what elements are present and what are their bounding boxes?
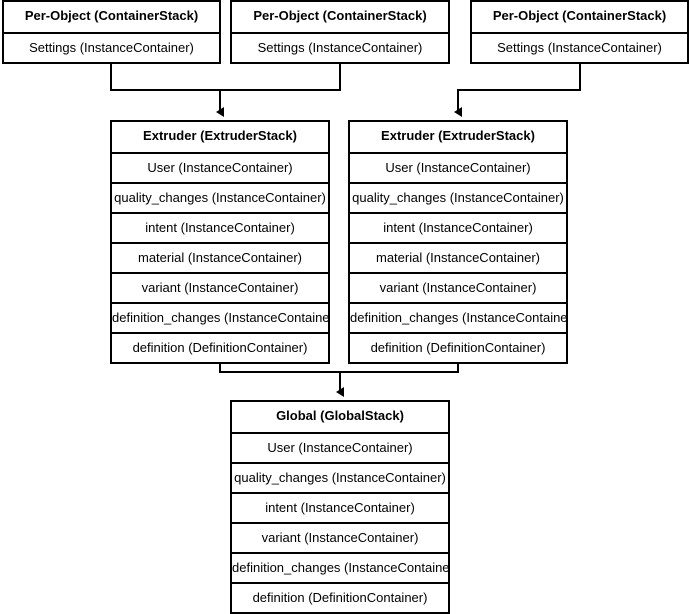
node-extruder-2[interactable]: Extruder (ExtruderStack) User (InstanceC… bbox=[348, 120, 568, 364]
node-extruder-1[interactable]: Extruder (ExtruderStack) User (InstanceC… bbox=[110, 120, 330, 364]
node-row-variant: variant (InstanceContainer) bbox=[350, 272, 566, 302]
node-row-material: material (InstanceContainer) bbox=[112, 242, 328, 272]
node-per-object-3[interactable]: Per-Object (ContainerStack) Settings (In… bbox=[470, 0, 689, 64]
node-header: Global (GlobalStack) bbox=[276, 408, 404, 423]
node-header: Extruder (ExtruderStack) bbox=[143, 128, 297, 143]
node-row-variant: variant (InstanceContainer) bbox=[232, 522, 448, 552]
node-row-settings: Settings (InstanceContainer) bbox=[472, 32, 687, 62]
node-per-object-2[interactable]: Per-Object (ContainerStack) Settings (In… bbox=[230, 0, 450, 64]
node-row-settings: Settings (InstanceContainer) bbox=[4, 32, 219, 62]
node-row-variant: variant (InstanceContainer) bbox=[112, 272, 328, 302]
node-row-intent: intent (InstanceContainer) bbox=[350, 212, 566, 242]
node-row-definition-changes: definition_changes (InstanceContainer) bbox=[232, 552, 448, 582]
edge-per-object-3-to-extruder-2 bbox=[454, 60, 581, 117]
node-row-definition: definition (DefinitionContainer) bbox=[232, 582, 448, 612]
node-row-user: User (InstanceContainer) bbox=[232, 432, 448, 462]
node-row-definition: definition (DefinitionContainer) bbox=[350, 332, 566, 362]
node-row-intent: intent (InstanceContainer) bbox=[232, 492, 448, 522]
node-row-user: User (InstanceContainer) bbox=[350, 152, 566, 182]
node-row-definition-changes: definition_changes (InstanceContainer) bbox=[112, 302, 328, 332]
node-header: Per-Object (ContainerStack) bbox=[253, 8, 427, 23]
edge-per-object-1-to-extruder-1 bbox=[110, 60, 224, 117]
edge-extruder-1-to-global bbox=[219, 360, 344, 397]
node-row-definition: definition (DefinitionContainer) bbox=[112, 332, 328, 362]
node-row-definition-changes: definition_changes (InstanceContainer) bbox=[350, 302, 566, 332]
node-row-intent: intent (InstanceContainer) bbox=[112, 212, 328, 242]
node-header: Extruder (ExtruderStack) bbox=[381, 128, 535, 143]
node-row-material: material (InstanceContainer) bbox=[350, 242, 566, 272]
node-per-object-1[interactable]: Per-Object (ContainerStack) Settings (In… bbox=[2, 0, 221, 64]
node-global[interactable]: Global (GlobalStack) User (InstanceConta… bbox=[230, 400, 450, 614]
node-row-quality-changes: quality_changes (InstanceContainer) bbox=[350, 182, 566, 212]
node-row-quality-changes: quality_changes (InstanceContainer) bbox=[232, 462, 448, 492]
node-row-user: User (InstanceContainer) bbox=[112, 152, 328, 182]
edge-per-object-2-to-extruder-1 bbox=[220, 60, 341, 91]
node-header: Per-Object (ContainerStack) bbox=[492, 8, 667, 23]
node-row-settings: Settings (InstanceContainer) bbox=[232, 32, 448, 62]
node-row-quality-changes: quality_changes (InstanceContainer) bbox=[112, 182, 328, 212]
node-header: Per-Object (ContainerStack) bbox=[24, 8, 199, 23]
